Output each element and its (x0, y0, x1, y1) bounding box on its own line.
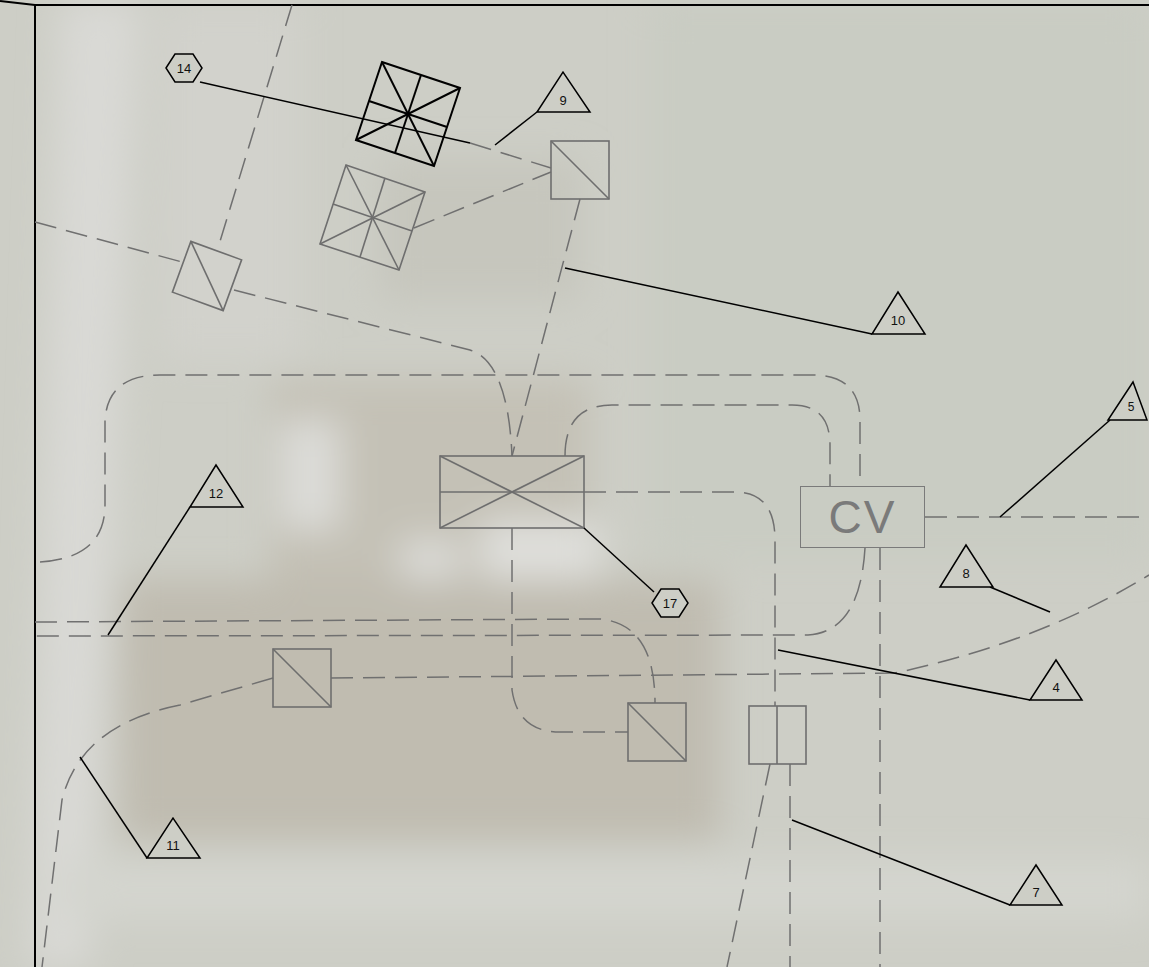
utility-line (414, 172, 551, 228)
utility-line (331, 575, 1149, 678)
leader-line (565, 268, 872, 334)
callout-number: 11 (166, 839, 180, 852)
leader-line (200, 82, 470, 143)
callout-triangle (872, 292, 925, 334)
utility-line (218, 5, 292, 248)
manhole-symbol (551, 141, 609, 199)
leader-line (584, 528, 654, 592)
callout-number: 14 (177, 62, 191, 75)
callout-number: 4 (1052, 681, 1059, 694)
callout-hexagon (166, 54, 202, 82)
utility-line (470, 143, 551, 168)
callout-number: 8 (962, 567, 969, 580)
callout-number: 9 (559, 94, 566, 107)
utility-line (879, 548, 881, 967)
control-valve-box: CV (800, 486, 925, 548)
catch-basin-symbol (356, 62, 460, 166)
utility-line (512, 199, 580, 456)
callout-triangle (940, 545, 993, 587)
leader-line (495, 112, 537, 145)
valve-label: CV (829, 494, 897, 540)
manhole-symbol (628, 703, 686, 761)
utility-line (565, 405, 830, 486)
meter-box-symbol (749, 706, 806, 764)
utility-line (40, 375, 860, 562)
callout-hexagon (652, 589, 688, 617)
callout-triangle (190, 465, 243, 507)
leader-line (778, 650, 1030, 700)
callout-number: 12 (209, 487, 223, 500)
sheet-border (35, 5, 1149, 967)
utility-line (234, 290, 512, 456)
callout-number: 17 (663, 597, 677, 610)
callout-triangle (1108, 382, 1147, 420)
manhole-symbol (172, 241, 241, 310)
utility-line (35, 222, 182, 262)
callout-triangle (537, 72, 590, 112)
utility-line (727, 764, 770, 967)
callout-triangle (147, 818, 200, 858)
utility-line (35, 548, 865, 636)
leader-line (80, 757, 147, 858)
border-tick (0, 1, 35, 5)
leader-line (792, 820, 1010, 905)
callout-number: 5 (1128, 401, 1135, 413)
manhole-symbol (273, 649, 331, 707)
utility-line (925, 516, 1149, 518)
utility-line (512, 528, 628, 732)
catch-basin-symbol (320, 165, 425, 270)
callout-triangle (1030, 660, 1082, 700)
utility-line (584, 492, 775, 706)
leader-line (108, 507, 190, 635)
callout-number: 7 (1032, 886, 1039, 899)
vault-symbol (440, 456, 584, 528)
leader-line (990, 587, 1050, 612)
callout-number: 10 (891, 314, 905, 327)
utility-line (42, 678, 273, 967)
utility-line (789, 764, 791, 967)
callout-triangle (1010, 865, 1062, 905)
leader-line (1000, 420, 1110, 517)
utility-line (35, 619, 655, 703)
